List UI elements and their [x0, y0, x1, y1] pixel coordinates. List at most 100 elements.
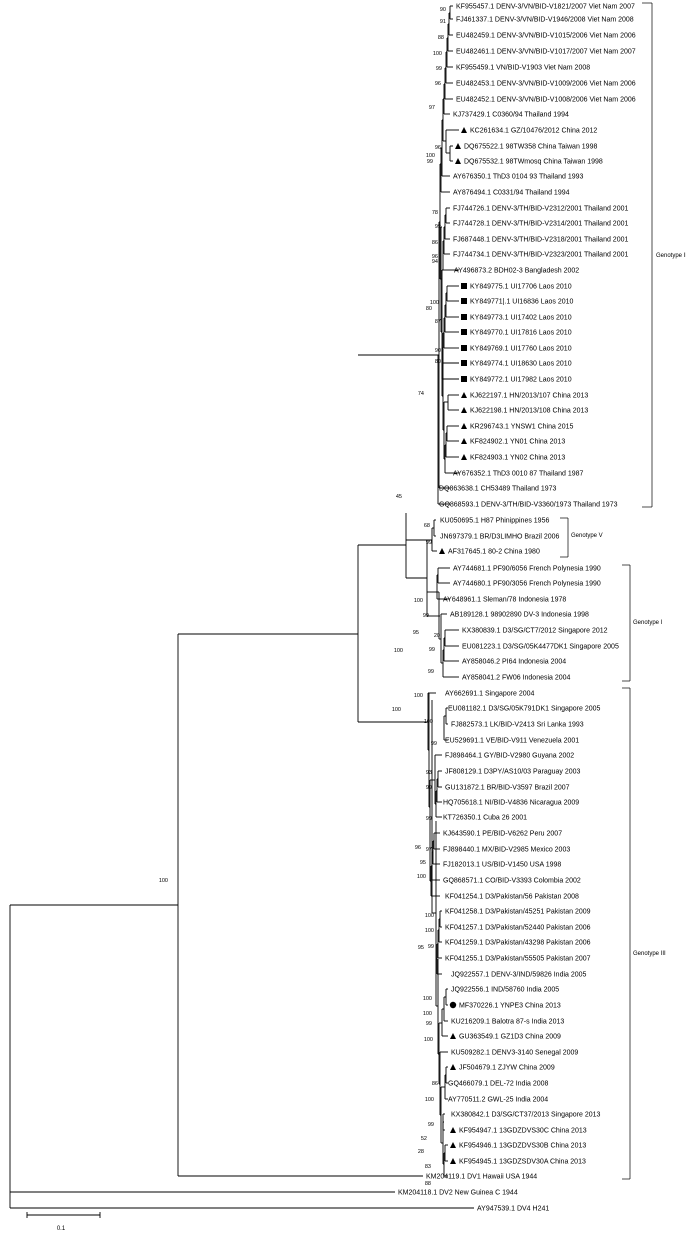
square-marker-icon	[461, 314, 467, 320]
tip-label: KF041255.1 D3/Pakistan/55505 Pakistan 20…	[445, 956, 591, 963]
tip-label: KY849769.1 UI17760 Laos 2010	[470, 346, 572, 353]
scale-bar: 0.1	[26, 1212, 101, 1232]
tip-label: KF041254.1 D3/Pakistan/56 Pakistan 2008	[445, 894, 579, 901]
tip-label: KY849771|.1 UI16836 Laos 2010	[470, 299, 574, 306]
bootstrap-values: 9091881009996979610099789986969480100879…	[159, 7, 446, 1187]
genotype-label: Genotype V	[571, 533, 603, 539]
tip-label: AY676350.1 ThD3 0104 93 Thailand 1993	[453, 174, 583, 181]
tip-label: FJ687448.1 DENV-3/TH/BID-V2318/2001 Thai…	[453, 237, 628, 244]
bootstrap-value: 99	[426, 816, 432, 822]
tip-label: AY770511.2 GWL-25 India 2004	[448, 1097, 548, 1104]
bootstrap-value: 99	[429, 647, 435, 653]
tip-label: KY849773.1 UI17402 Laos 2010	[470, 315, 572, 322]
bootstrap-value: 99	[426, 1021, 432, 1027]
bootstrap-value: 99	[435, 224, 441, 230]
tip-label: KF954947.1 13GDZDVS30C China 2013	[459, 1128, 587, 1135]
tip-label: FJ744726.1 DENV-3/TH/BID-V2312/2001 Thai…	[453, 206, 628, 213]
bootstrap-value: 99	[436, 66, 442, 72]
bootstrap-value: 96	[435, 145, 441, 151]
bootstrap-value: 99	[426, 785, 432, 791]
bootstrap-value: 68	[424, 523, 430, 529]
tip-markers	[439, 127, 467, 1164]
triangle-marker-icon	[461, 438, 467, 444]
tip-label: KF824903.1 YN02 China 2013	[470, 455, 565, 462]
tip-label: JN697379.1 BR/D3LIMHO Brazil 2006	[440, 534, 560, 541]
tip-label: FJ898464.1 GY/BID-V2980 Guyana 2002	[445, 753, 574, 760]
tip-label: GU363549.1 GZ1D3 China 2009	[459, 1034, 561, 1041]
bootstrap-value: 99	[428, 1122, 434, 1128]
tip-label: MF370226.1 YNPE3 China 2013	[459, 1003, 561, 1010]
triangle-marker-icon	[439, 548, 445, 554]
tip-label: JF504679.1 ZJYW China 2009	[459, 1065, 555, 1072]
bootstrap-value: 100	[425, 1097, 434, 1103]
tip-label: KF955457.1 DENV-3/VN/BID-V1821/2007 Viet…	[456, 4, 635, 11]
tip-label: AY744680.1 PF90/3056 French Polynesia 19…	[453, 581, 601, 588]
tip-label: KM204119.1 DV1 Hawaii USA 1944	[426, 1174, 537, 1181]
triangle-marker-icon	[450, 1142, 456, 1148]
bootstrap-value: 100	[424, 1037, 433, 1043]
triangle-marker-icon	[461, 423, 467, 429]
tip-label: EU482453.1 DENV-3/VN/BID-V1009/2006 Viet…	[456, 81, 636, 88]
bootstrap-value: 96	[432, 254, 438, 260]
genotype-label: Genotype I	[633, 620, 663, 626]
tip-label: AY496873.2 BDH02-3 Bangladesh 2002	[454, 268, 579, 275]
bootstrap-value: 86	[432, 1081, 438, 1087]
bootstrap-value: 100	[417, 874, 426, 880]
bootstrap-value: 96	[415, 845, 421, 851]
bootstrap-value: 74	[418, 391, 424, 397]
triangle-marker-icon	[450, 1127, 456, 1133]
tip-label: KF041257.1 D3/Pakistan/52440 Pakistan 20…	[445, 925, 591, 932]
bootstrap-value: 88	[438, 35, 444, 41]
triangle-marker-icon	[461, 127, 467, 133]
bootstrap-value: 86	[432, 240, 438, 246]
tip-label: KR296743.1 YNSW1 China 2015	[470, 424, 573, 431]
square-marker-icon	[461, 329, 467, 335]
tip-label: FJ182013.1 US/BID-V1450 USA 1998	[443, 862, 561, 869]
tip-label: AF317645.1 80-2 China 1980	[448, 549, 540, 556]
square-marker-icon	[461, 298, 467, 304]
bootstrap-value: 100	[394, 648, 403, 654]
bootstrap-value: 100	[433, 51, 442, 57]
tip-label: AY858046.2 PI64 Indonesia 2004	[462, 659, 566, 666]
bootstrap-value: 45	[396, 494, 402, 500]
tip-label: KJ622197.1 HN/2013/107 China 2013	[470, 393, 588, 400]
triangle-marker-icon	[450, 1033, 456, 1039]
bootstrap-value: 95	[418, 945, 424, 951]
tip-label: KC261634.1 GZ/10476/2012 China 2012	[470, 128, 597, 135]
bootstrap-value: 100	[392, 707, 401, 713]
bootstrap-value: 99	[431, 741, 437, 747]
tip-label: AY947539.1 DV4 H241	[477, 1206, 549, 1213]
tip-label: KU050695.1 H87 Phinippines 1956	[440, 518, 549, 525]
bootstrap-value: 99	[428, 944, 434, 950]
tip-label: AY648961.1 Sleman/78 Indonesia 1978	[443, 597, 566, 604]
bootstrap-value: 100	[423, 996, 432, 1002]
tip-label: AB189128.1 98902890 DV-3 Indonesia 1998	[450, 612, 589, 619]
bootstrap-value: 94	[432, 259, 438, 265]
tip-label: KY849772.1 UI17982 Laos 2010	[470, 377, 572, 384]
genotype-label: Genotype III	[633, 951, 666, 957]
bootstrap-value: 100	[426, 153, 435, 159]
tip-label: JQ922557.1 DENV-3/IND/59826 India 2005	[451, 972, 587, 979]
tip-label: FJ461337.1 DENV-3/VN/BID-V1946/2008 Viet…	[456, 17, 634, 24]
scale-bar-label: 0.1	[57, 1226, 66, 1232]
tip-label: EU081223.1 D3/SG/05K4477DK1 Singapore 20…	[462, 644, 619, 651]
tip-label: DQ863638.1 CH53489 Thailand 1973	[439, 486, 557, 493]
triangle-marker-icon	[461, 454, 467, 460]
bootstrap-value: 100	[425, 928, 434, 934]
tip-label: GU131872.1 BR/BID-V3597 Brazil 2007	[445, 785, 570, 792]
bootstrap-value: 52	[421, 1136, 427, 1142]
bootstrap-value: 95	[413, 630, 419, 636]
triangle-marker-icon	[450, 1064, 456, 1070]
triangle-marker-icon	[450, 1158, 456, 1164]
tip-label: FJ898440.1 MX/BID-V2985 Mexico 2003	[443, 847, 570, 854]
bootstrap-value: 88	[425, 1181, 431, 1187]
bootstrap-value: 100	[430, 300, 439, 306]
tip-label: AY858041.2 FW06 Indonesia 2004	[462, 675, 571, 682]
bootstrap-value: 90	[435, 348, 441, 354]
tip-label: KF954946.1 13GDZDVS30B China 2013	[459, 1143, 586, 1150]
tip-label: AY676352.1 ThD3 0010 87 Thailand 1987	[453, 471, 583, 478]
triangle-marker-icon	[461, 392, 467, 398]
tip-labels: KF955457.1 DENV-3/VN/BID-V1821/2007 Viet…	[398, 4, 636, 1213]
